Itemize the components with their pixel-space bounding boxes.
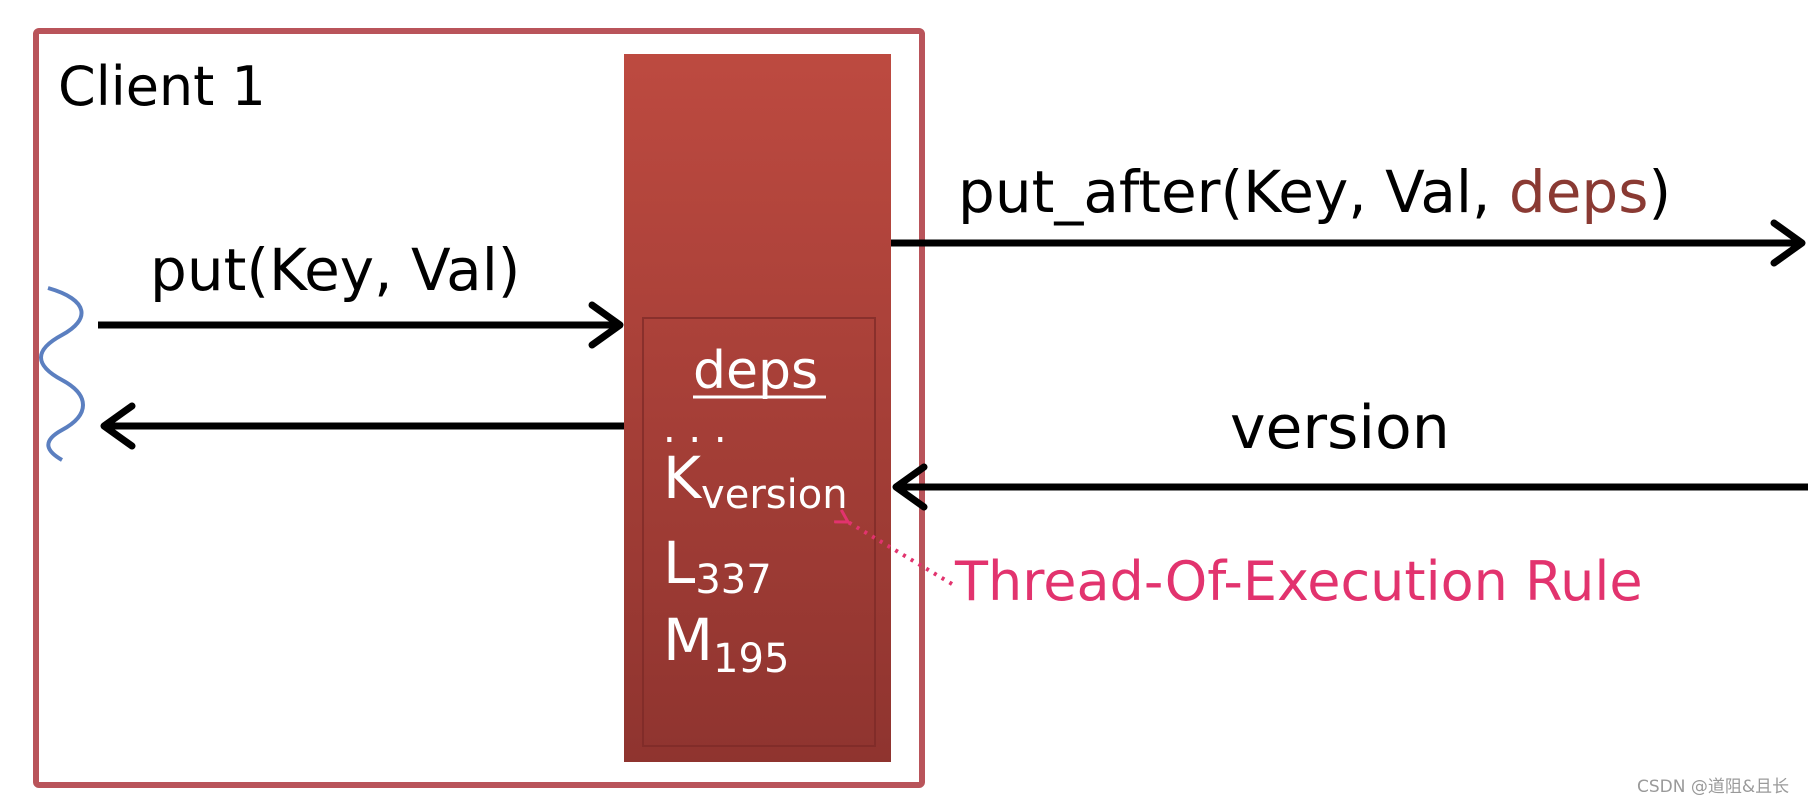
dep-entry-k-key: K [663, 444, 703, 512]
version-arrowhead [892, 463, 928, 511]
put-after-prefix: put_after(Key, Val, [958, 158, 1509, 226]
dep-entry-m: M195 [663, 606, 789, 682]
dep-entry-l-key: L [663, 529, 695, 597]
deps-ellipsis: . . . [663, 406, 727, 452]
dep-entry-k-sub: version [701, 472, 848, 518]
put-arrowhead [588, 301, 624, 349]
dep-entry-m-sub: 195 [713, 636, 789, 682]
rule-label: Thread-Of-Execution Rule [954, 550, 1643, 613]
dep-entry-m-key: M [663, 606, 713, 674]
return-arrowhead [100, 402, 136, 450]
put-after-arrowhead [1770, 219, 1806, 267]
put-after-suffix: ) [1648, 158, 1671, 226]
client-title: Client 1 [58, 55, 266, 118]
rule-pointer-arrow [848, 522, 954, 586]
thread-squiggle-icon [39, 286, 85, 462]
dep-entry-k: Kversion [663, 444, 848, 518]
dep-entry-l: L337 [663, 529, 772, 603]
put-call-label: put(Key, Val) [150, 236, 520, 304]
put-after-call-label: put_after(Key, Val, deps) [958, 158, 1671, 226]
dependency-bar [624, 54, 891, 762]
put-after-deps: deps [1509, 158, 1649, 226]
watermark: CSDN @道阻&且长 [1637, 777, 1789, 797]
dep-entry-l-sub: 337 [695, 557, 771, 603]
version-label: version [1230, 393, 1450, 463]
deps-inner-box [642, 317, 876, 747]
client-box [33, 28, 925, 788]
deps-heading: deps [693, 341, 818, 401]
